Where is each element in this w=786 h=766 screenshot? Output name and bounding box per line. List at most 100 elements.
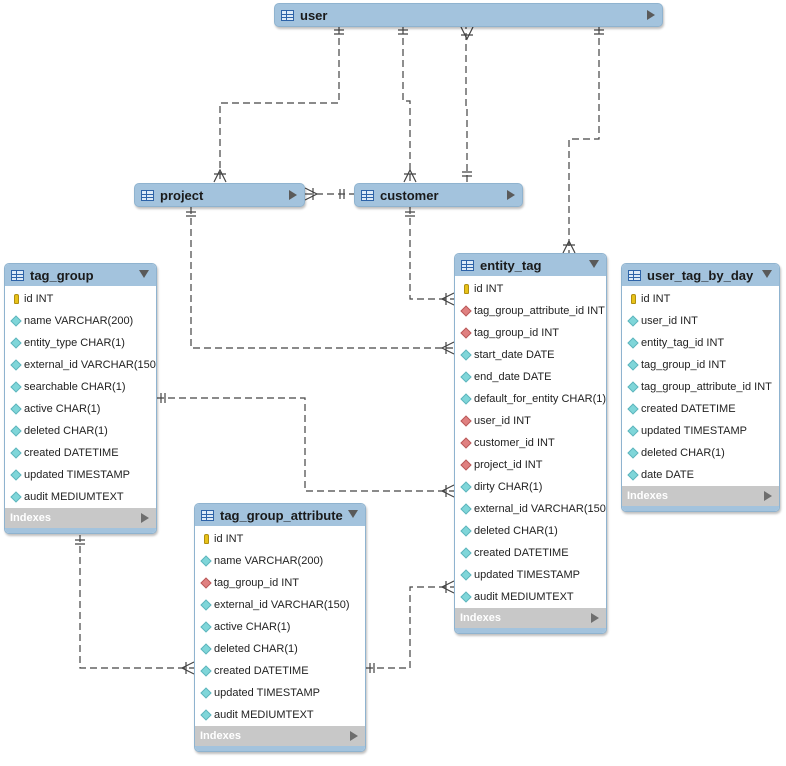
column-label: id INT [474,283,504,295]
collapse-arrow-icon[interactable] [139,270,149,278]
expand-arrow-icon[interactable] [507,190,515,200]
column-row[interactable]: updated TIMESTAMP [195,682,365,704]
column-row[interactable]: user_id INT [455,410,606,432]
column-row[interactable]: external_id VARCHAR(150) [195,594,365,616]
column-row[interactable]: project_id INT [455,454,606,476]
table-title: entity_tag [480,257,542,273]
column-icon [459,481,473,493]
relationship-user-project[interactable] [213,27,344,183]
column-label: created DATETIME [641,403,736,415]
relationship-customer-user[interactable] [460,26,474,182]
column-row[interactable]: created DATETIME [455,542,606,564]
column-label: tag_group_id INT [641,359,726,371]
column-icon [459,569,473,581]
column-row[interactable]: id INT [5,288,156,310]
column-row[interactable]: deleted CHAR(1) [5,420,156,442]
relationship-customer-project[interactable] [304,187,354,201]
column-row[interactable]: active CHAR(1) [195,616,365,638]
column-row[interactable]: deleted CHAR(1) [195,638,365,660]
column-label: name VARCHAR(200) [24,315,134,327]
column-row[interactable]: name VARCHAR(200) [5,310,156,332]
indexes-section[interactable]: Indexes [455,608,606,628]
column-row[interactable]: audit MEDIUMTEXT [195,704,365,726]
table-header[interactable]: tag_group_attribute [195,504,365,526]
expand-arrow-icon[interactable] [141,513,149,523]
collapse-arrow-icon[interactable] [589,260,599,268]
column-icon [9,359,23,371]
column-row[interactable]: start_date DATE [455,344,606,366]
relationship-tag-group-tag-group-attribute[interactable] [75,535,195,675]
expand-arrow-icon[interactable] [647,10,655,20]
relationship-user-entity-tag[interactable] [562,27,604,254]
table-header[interactable]: tag_group [5,264,156,286]
foreign-key-icon [459,459,473,471]
column-row[interactable]: dirty CHAR(1) [455,476,606,498]
relationship-tag-group-attribute-entity-tag[interactable] [366,580,455,673]
expand-arrow-icon[interactable] [289,190,297,200]
table-title: user [300,7,328,23]
column-row[interactable]: external_id VARCHAR(150) [455,498,606,520]
table-header[interactable]: entity_tag [455,254,606,276]
table-header[interactable]: project [135,184,304,206]
column-row[interactable]: entity_tag_id INT [622,332,779,354]
column-row[interactable]: tag_group_id INT [195,572,365,594]
table-header[interactable]: user [275,4,662,26]
relationship-project-entity-tag[interactable] [186,207,455,355]
column-row[interactable]: deleted CHAR(1) [622,442,779,464]
column-row[interactable]: id INT [195,528,365,550]
column-row[interactable]: end_date DATE [455,366,606,388]
column-row[interactable]: created DATETIME [622,398,779,420]
column-row[interactable]: name VARCHAR(200) [195,550,365,572]
column-row[interactable]: tag_group_attribute_id INT [622,376,779,398]
column-row[interactable]: tag_group_attribute_id INT [455,300,606,322]
collapse-arrow-icon[interactable] [762,270,772,278]
column-row[interactable]: updated TIMESTAMP [5,464,156,486]
table-user[interactable]: user [274,3,663,27]
column-row[interactable]: id INT [622,288,779,310]
column-row[interactable]: default_for_entity CHAR(1) [455,388,606,410]
table-icon [141,189,154,201]
column-label: created DATETIME [24,447,119,459]
column-row[interactable]: updated TIMESTAMP [455,564,606,586]
collapse-arrow-icon[interactable] [348,510,358,518]
table-icon [461,259,474,271]
column-icon [199,621,213,633]
column-row[interactable]: audit MEDIUMTEXT [455,586,606,608]
column-icon [9,381,23,393]
column-row[interactable]: external_id VARCHAR(150) [5,354,156,376]
column-row[interactable]: customer_id INT [455,432,606,454]
relationship-user-customer[interactable] [398,27,417,183]
indexes-section[interactable]: Indexes [5,508,156,528]
table-icon [628,269,641,281]
column-row[interactable]: created DATETIME [195,660,365,682]
column-row[interactable]: id INT [455,278,606,300]
indexes-section[interactable]: Indexes [622,486,779,506]
expand-arrow-icon[interactable] [591,613,599,623]
column-row[interactable]: active CHAR(1) [5,398,156,420]
column-row[interactable]: tag_group_id INT [455,322,606,344]
table-customer[interactable]: customer [354,183,523,207]
relationship-tag-group-entity-tag[interactable] [157,393,455,498]
relationship-customer-entity-tag[interactable] [405,207,455,306]
column-row[interactable]: entity_type CHAR(1) [5,332,156,354]
column-label: tag_group_id INT [214,577,299,589]
column-row[interactable]: deleted CHAR(1) [455,520,606,542]
column-row[interactable]: tag_group_id INT [622,354,779,376]
column-row[interactable]: searchable CHAR(1) [5,376,156,398]
expand-arrow-icon[interactable] [764,491,772,501]
column-row[interactable]: date DATE [622,464,779,486]
table-project[interactable]: project [134,183,305,207]
table-header[interactable]: user_tag_by_day [622,264,779,286]
expand-arrow-icon[interactable] [350,731,358,741]
column-row[interactable]: user_id INT [622,310,779,332]
column-row[interactable]: audit MEDIUMTEXT [5,486,156,508]
indexes-section[interactable]: Indexes [195,726,365,746]
table-header[interactable]: customer [355,184,522,206]
column-row[interactable]: updated TIMESTAMP [622,420,779,442]
column-row[interactable]: created DATETIME [5,442,156,464]
